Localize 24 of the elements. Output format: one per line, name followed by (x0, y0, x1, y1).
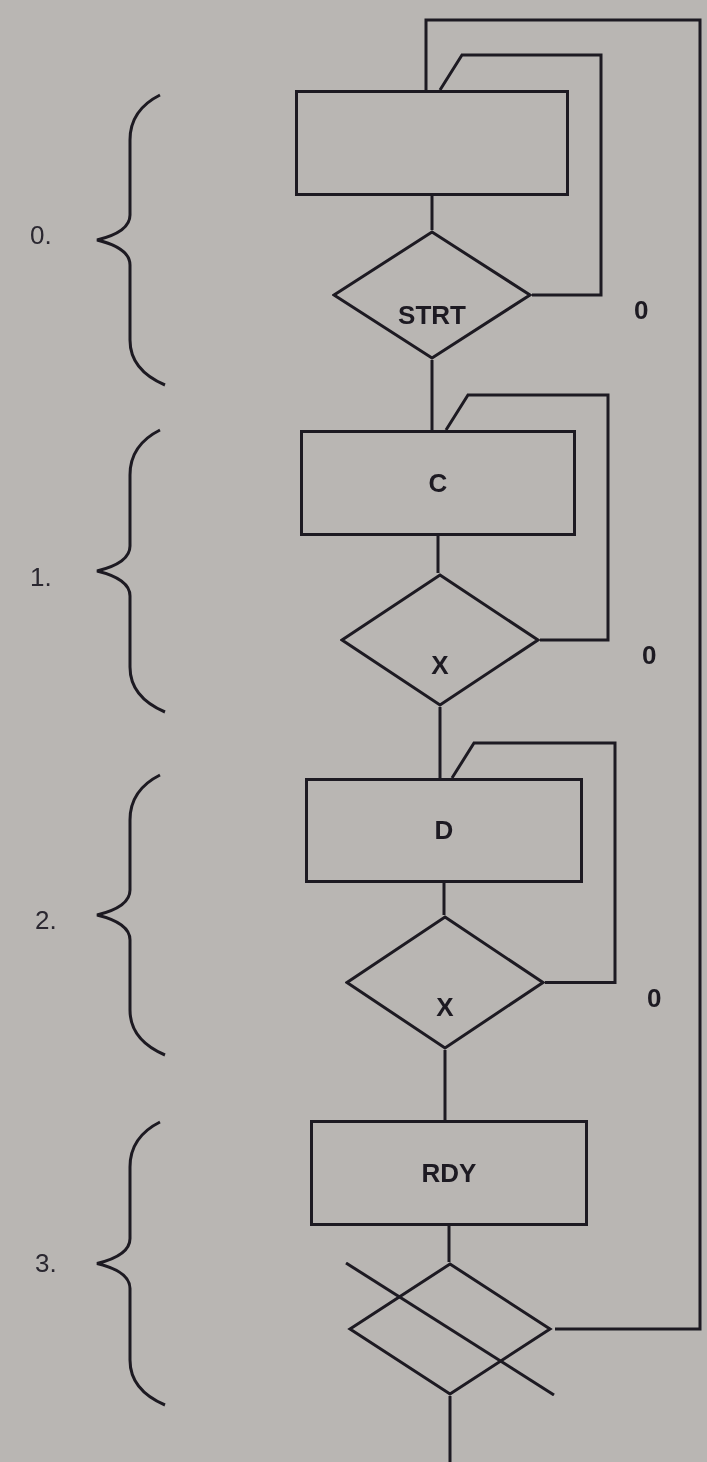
decision-diamond: X (345, 915, 545, 1050)
connector-line (444, 393, 610, 642)
state-number: 1. (30, 562, 52, 593)
connector-line (438, 53, 603, 297)
decision-diamond: STRT (332, 230, 532, 360)
state-number: 3. (35, 1248, 57, 1279)
connector-line (430, 196, 434, 230)
connector-line (438, 707, 442, 778)
state-number: 2. (35, 905, 57, 936)
connector-line (443, 1050, 447, 1120)
connector-line (450, 741, 617, 984)
state-box: D (305, 778, 583, 883)
connector-line (430, 360, 434, 430)
connector-line (436, 536, 440, 573)
decision-diamond: X (340, 573, 540, 707)
state-box: RDY (310, 1120, 588, 1226)
connector-line (442, 883, 446, 915)
decision-diamond (345, 1262, 555, 1396)
connector-line (424, 18, 702, 1331)
connector-line (448, 1396, 452, 1462)
state-number: 0. (30, 220, 52, 251)
state-box (295, 90, 569, 196)
connector-line (447, 1226, 451, 1262)
state-box: C (300, 430, 576, 536)
